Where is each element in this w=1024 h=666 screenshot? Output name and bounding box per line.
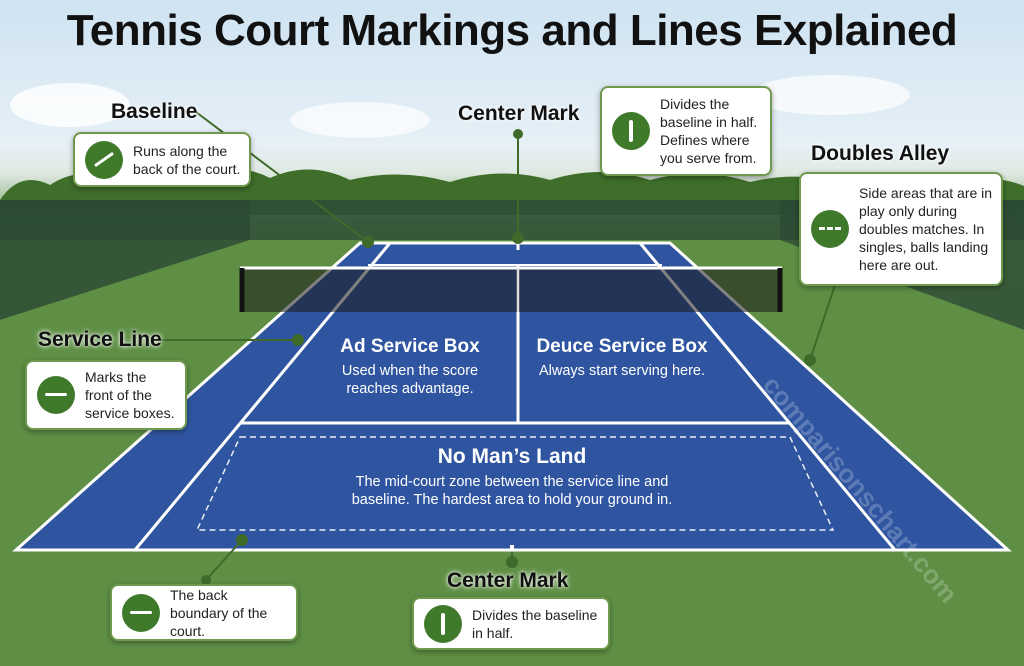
dashed-line-icon: [811, 210, 849, 248]
ad-service-box: Ad Service Box Used when the score reach…: [330, 336, 490, 398]
card-baseline: Runs along the back of the court.: [73, 132, 251, 187]
label-center-mark-top: Center Mark: [458, 102, 580, 125]
back-boundary-icon: [122, 593, 160, 632]
baseline-icon: [85, 140, 123, 179]
center-mark-icon: [424, 604, 462, 643]
label-center-mark-bottom: Center Mark: [447, 569, 569, 592]
center-mark-icon: [612, 112, 650, 150]
label-baseline: Baseline: [111, 100, 198, 123]
no-mans-land: No Man’s Land The mid-court zone between…: [346, 445, 678, 509]
no-mans-land-text: The mid-court zone between the service l…: [351, 474, 673, 508]
card-center-mark-top: Divides the baseline in half. Defines wh…: [600, 86, 772, 176]
ad-service-box-text: Used when the score reaches advantage.: [341, 363, 479, 397]
card-service-line: Marks the front of the service boxes.: [25, 360, 187, 430]
no-mans-land-heading: No Man’s Land: [437, 445, 587, 468]
card-back-boundary: The back boundary of the court.: [110, 584, 298, 641]
deuce-service-box: Deuce Service Box Always start serving h…: [536, 336, 708, 380]
diagram-title: Tennis Court Markings and Lines Explaine…: [66, 6, 958, 55]
label-service-line: Service Line: [38, 328, 162, 351]
card-service-line-text: Marks the front of the service boxes.: [85, 369, 175, 421]
ad-service-box-heading: Ad Service Box: [340, 336, 480, 357]
card-doubles-alley: Side areas that are in play only during …: [799, 172, 1003, 286]
card-center-mark-bottom-text: Divides the baseline in half.: [472, 606, 598, 641]
card-back-boundary-text: The back boundary of the court.: [170, 586, 268, 639]
card-baseline-text: Runs along the back of the court.: [133, 142, 241, 177]
deuce-service-box-text: Always start serving here.: [538, 363, 705, 379]
card-center-mark-bottom: Divides the baseline in half.: [412, 597, 610, 650]
deuce-service-box-heading: Deuce Service Box: [536, 336, 708, 357]
card-center-mark-top-text: Divides the baseline in half. Defines wh…: [660, 96, 758, 166]
service-line-icon: [37, 376, 75, 414]
label-doubles-alley: Doubles Alley: [811, 142, 950, 165]
card-doubles-alley-text: Side areas that are in play only during …: [859, 185, 993, 273]
